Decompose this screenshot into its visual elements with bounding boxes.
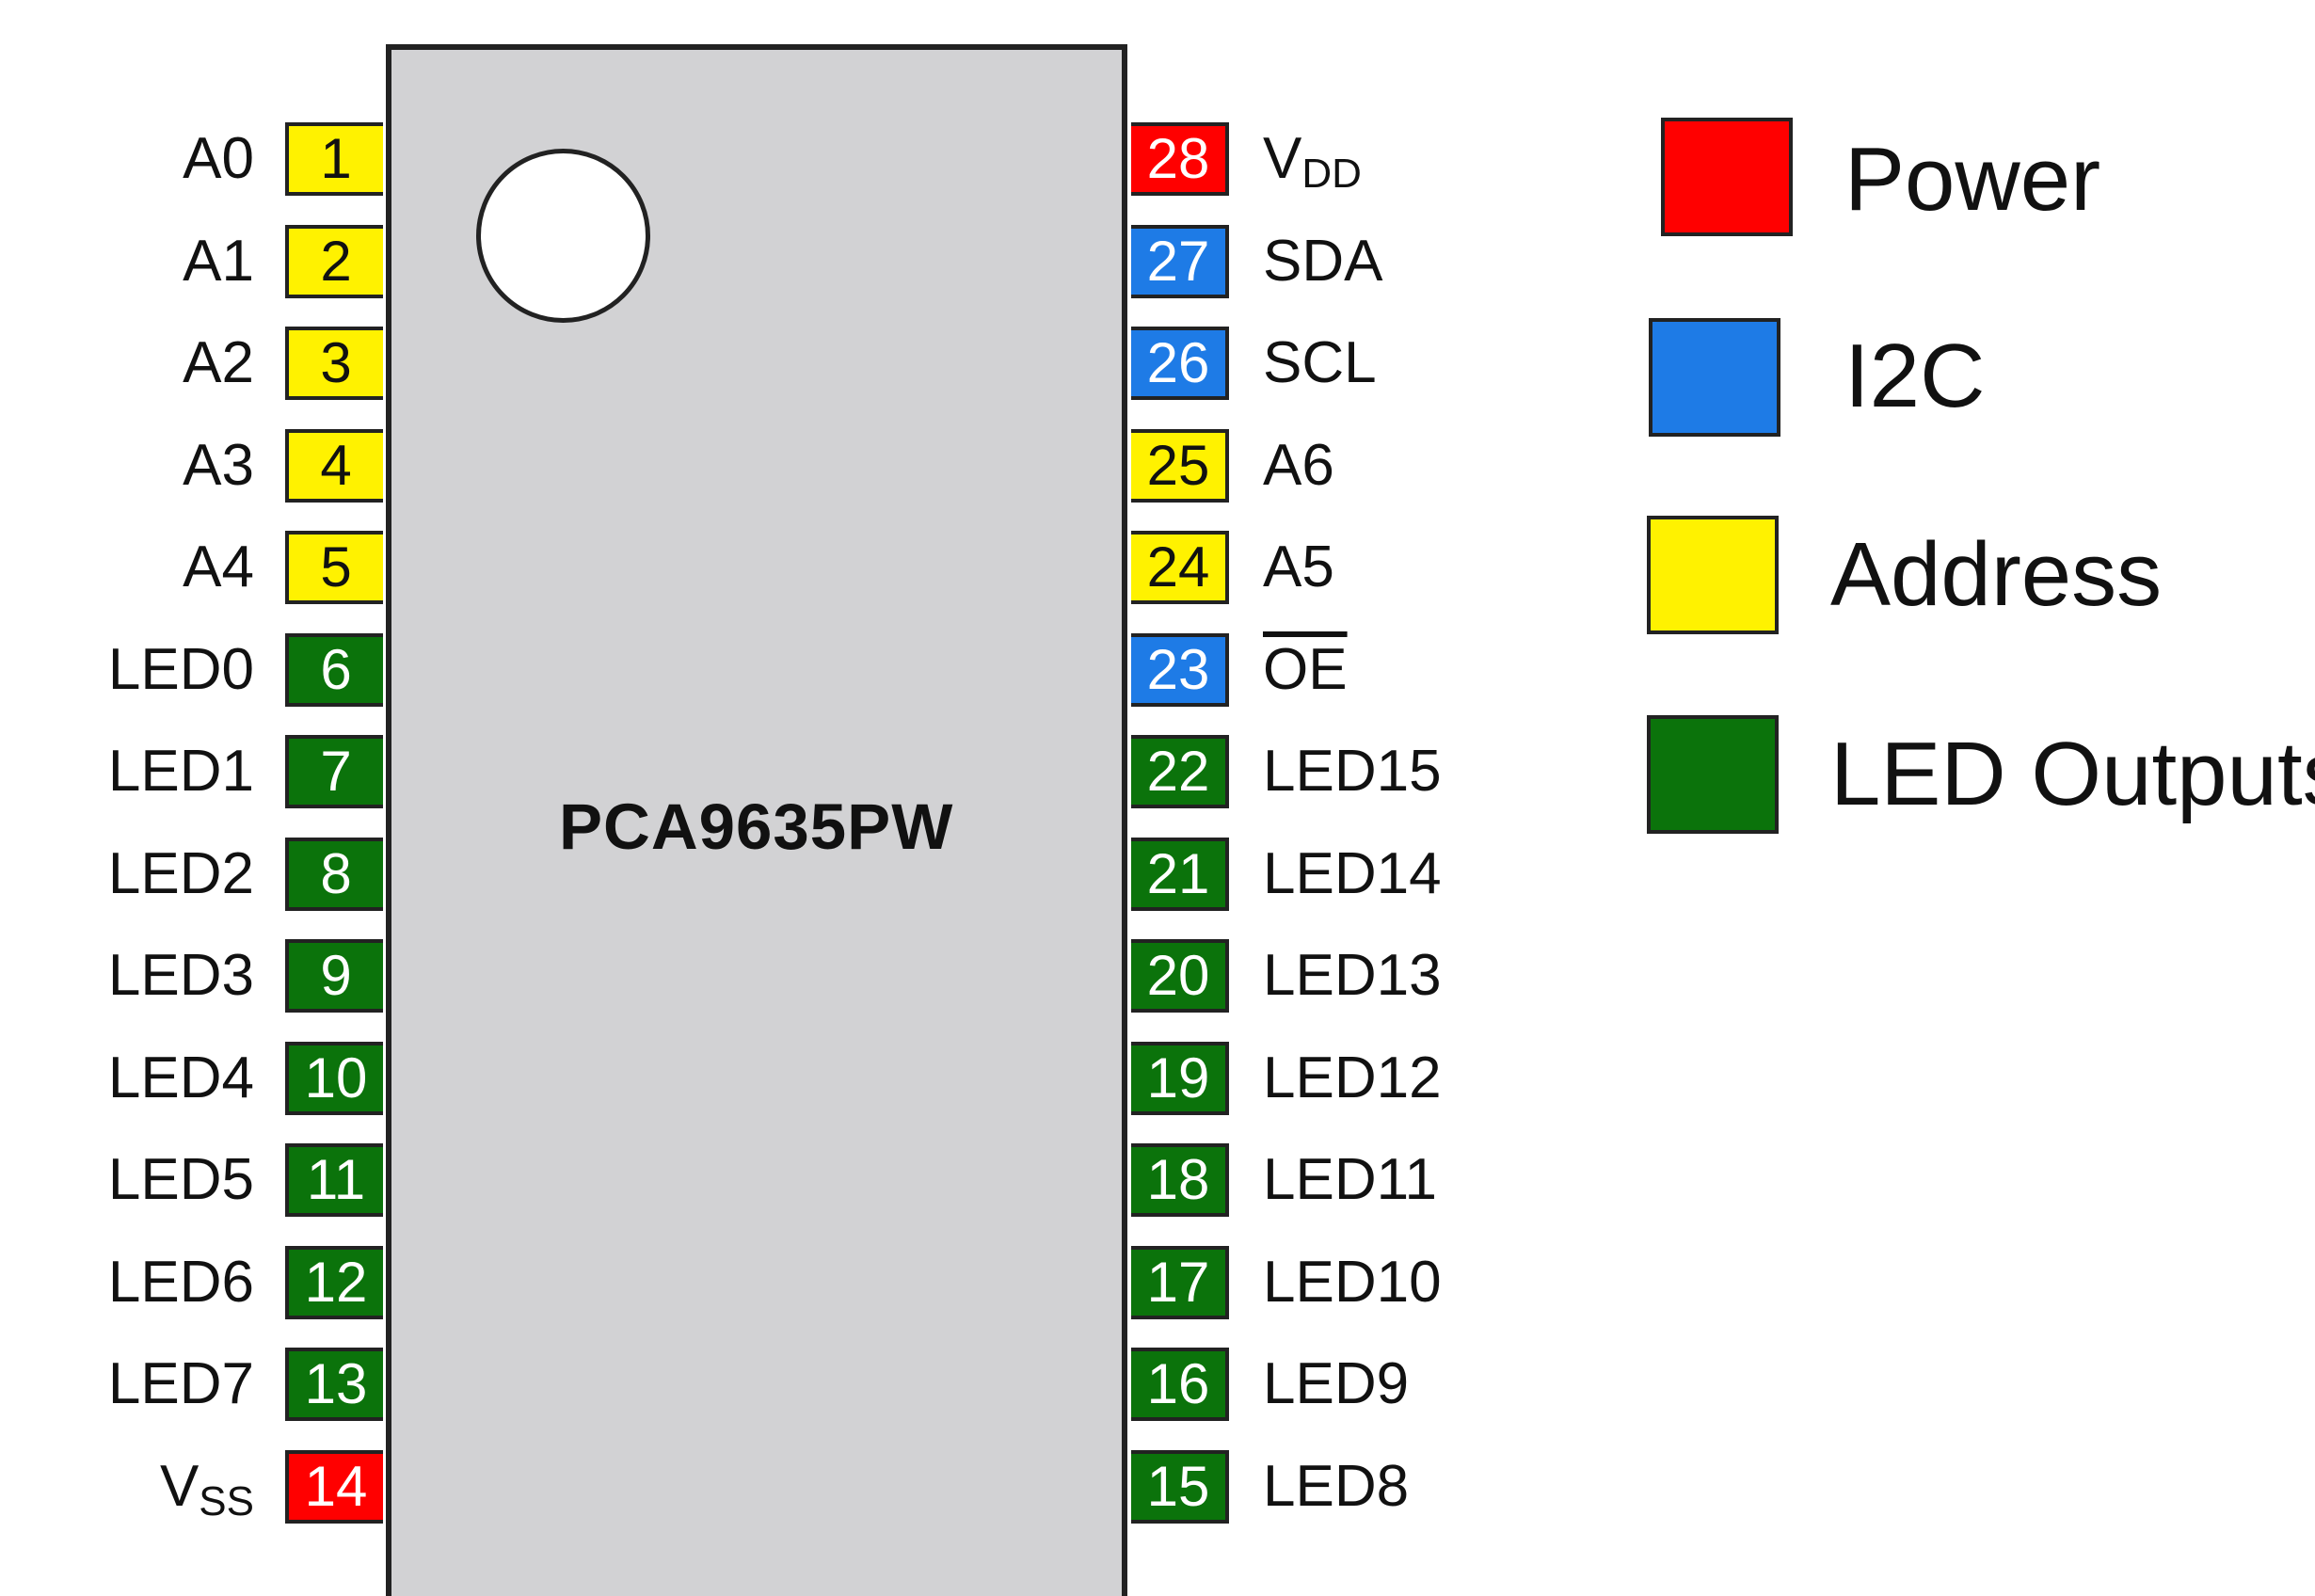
ic-package: PCA9635PW: [386, 44, 1127, 1596]
legend-swatch-power: [1661, 118, 1793, 236]
pin-4-name: A3: [183, 432, 254, 498]
legend-label-led: LED Outputs: [1830, 724, 2315, 824]
pin1-notch-marker: [476, 149, 650, 323]
pin-24-label: A5: [1263, 538, 1334, 597]
pin-15-name: LED8: [1263, 1453, 1410, 1519]
pin-11-box: 11: [285, 1143, 383, 1217]
legend-label-address: Address: [1830, 524, 2163, 625]
pin-27-label: SDA: [1263, 228, 1383, 294]
pin-21-label: LED14: [1263, 844, 1442, 903]
pin-23-name: OE: [1263, 636, 1348, 702]
pin-14-box: 14: [285, 1449, 383, 1524]
pin-5-box: 5: [285, 531, 383, 604]
pin-2-name: A1: [183, 228, 254, 294]
pin-3-name: A2: [183, 330, 254, 395]
legend-label-power: Power: [1844, 129, 2101, 230]
pin-3-box: 3: [285, 327, 383, 400]
pin-9-box: 9: [285, 939, 383, 1013]
legend-swatch-led: [1647, 715, 1779, 834]
pin-28-name-subscript: DD: [1301, 151, 1362, 197]
pin-1-name: A0: [183, 126, 254, 191]
pin-23-box: 23: [1131, 632, 1229, 707]
pin-20-label: LED13: [1263, 947, 1442, 1005]
pin-18-name: LED11: [1263, 1147, 1437, 1212]
pin-22-name: LED15: [1263, 739, 1442, 804]
pin-6-label: LED0: [108, 640, 254, 699]
pin-9-label: LED3: [108, 947, 254, 1005]
pin-9-name: LED3: [107, 943, 254, 1008]
pin-13-name: LED7: [107, 1351, 254, 1416]
pin-12-name: LED6: [107, 1249, 254, 1315]
pin-17-label: LED10: [1263, 1253, 1442, 1312]
pin-17-name: LED10: [1263, 1249, 1442, 1315]
pin-4-label: A3: [183, 436, 254, 495]
pin-16-box: 16: [1131, 1348, 1229, 1421]
pin-26-name: SCL: [1263, 330, 1377, 395]
pin-2-label: A1: [183, 228, 254, 294]
pin-21-name: LED14: [1263, 840, 1442, 906]
pin-2-box: 2: [285, 224, 383, 298]
pin-22-label: LED15: [1263, 742, 1442, 801]
legend-swatch-address: [1647, 516, 1779, 634]
pin-1-label: A0: [183, 130, 254, 188]
pin-17-box: 17: [1131, 1245, 1229, 1319]
pin-13-label: LED7: [108, 1355, 254, 1413]
pin-16-name: LED9: [1263, 1351, 1410, 1416]
pin-25-label: A6: [1263, 436, 1334, 495]
pin-18-label: LED11: [1263, 1151, 1437, 1209]
pin-14-name: V: [159, 1453, 200, 1519]
pin-25-name: A6: [1263, 432, 1334, 498]
pin-24-box: 24: [1131, 531, 1229, 604]
pin-10-label: LED4: [108, 1048, 254, 1108]
pin-19-label: LED12: [1263, 1048, 1442, 1108]
pin-18-box: 18: [1131, 1143, 1229, 1217]
pin-28-label: VDD: [1263, 130, 1362, 195]
pin-28-name: V: [1263, 126, 1302, 191]
pin-10-name: LED4: [107, 1045, 254, 1110]
pin-1-box: 1: [285, 122, 383, 196]
pin-3-label: A2: [183, 334, 254, 392]
pin-5-label: A4: [183, 538, 254, 597]
pin-21-box: 21: [1131, 837, 1229, 911]
pin-13-box: 13: [285, 1348, 383, 1421]
pin-23-label: OE: [1263, 640, 1348, 699]
pin-12-box: 12: [285, 1245, 383, 1319]
pin-4-box: 4: [285, 428, 383, 503]
pin-27-box: 27: [1131, 224, 1229, 298]
pin-10-box: 10: [285, 1041, 383, 1115]
chip-name: PCA9635PW: [559, 790, 954, 863]
pin-25-box: 25: [1131, 428, 1229, 503]
legend-label-i2c: I2C: [1844, 326, 1986, 426]
legend-swatch-i2c: [1649, 318, 1780, 437]
pin-11-label: LED5: [108, 1151, 254, 1209]
pin-5-name: A4: [183, 535, 254, 599]
pin-28-box: 28: [1131, 122, 1229, 196]
pin-24-name: A5: [1263, 535, 1334, 599]
pin-7-name: LED1: [107, 739, 254, 804]
pin-8-name: LED2: [107, 840, 254, 906]
pin-7-label: LED1: [108, 742, 254, 801]
pin-8-box: 8: [285, 837, 383, 911]
pin-12-label: LED6: [108, 1253, 254, 1312]
pin-6-box: 6: [285, 632, 383, 707]
pin-16-label: LED9: [1263, 1355, 1409, 1413]
pin-19-name: LED12: [1263, 1045, 1442, 1110]
pin-14-label: VSS: [160, 1457, 254, 1522]
pin-26-box: 26: [1131, 327, 1229, 400]
pin-6-name: LED0: [107, 636, 254, 702]
pin-26-label: SCL: [1263, 334, 1377, 392]
pin-14-name-subscript: SS: [199, 1477, 254, 1524]
pin-11-name: LED5: [107, 1147, 254, 1212]
pin-19-box: 19: [1131, 1041, 1229, 1115]
pin-22-box: 22: [1131, 735, 1229, 808]
pin-27-name: SDA: [1263, 228, 1383, 294]
pin-20-box: 20: [1131, 939, 1229, 1013]
pin-7-box: 7: [285, 735, 383, 808]
pin-15-label: LED8: [1263, 1457, 1409, 1516]
pin-20-name: LED13: [1263, 943, 1442, 1008]
pin-8-label: LED2: [108, 844, 254, 903]
pin-15-box: 15: [1131, 1449, 1229, 1524]
